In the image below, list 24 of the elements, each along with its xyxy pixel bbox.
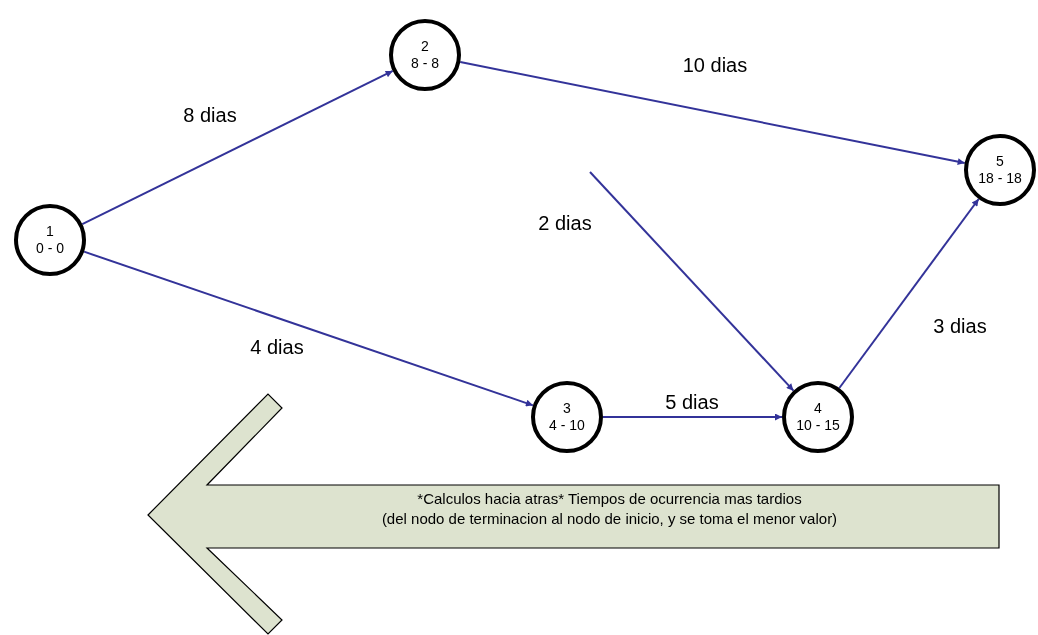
note-text: *Calculos hacia atras* Tiempos de ocurrencia mas tardios (417, 489, 802, 509)
node-times: 10 - 15 (796, 417, 840, 434)
edge-label: 3 dias (933, 314, 987, 338)
node-times: 0 - 0 (36, 240, 64, 257)
node-number: 3 (563, 400, 571, 417)
note-text: (del nodo de terminacion al nodo de inicio, y se toma el menor valor) (381, 509, 838, 529)
edge-label: 4 dias (250, 335, 304, 359)
node-times: 18 - 18 (978, 170, 1022, 187)
edge-label: 8 dias (183, 103, 237, 127)
node-number: 4 (814, 400, 822, 417)
arrow (589, 171, 795, 392)
arrow (459, 61, 966, 165)
node-number: 2 (421, 38, 429, 55)
arrow (838, 198, 980, 389)
arrow (602, 413, 783, 421)
edge-label: 10 dias (682, 53, 748, 77)
edge-label: 5 dias (665, 390, 719, 414)
node-number: 5 (996, 153, 1004, 170)
node-times: 4 - 10 (549, 417, 585, 434)
node-times: 8 - 8 (411, 55, 439, 72)
arrow (81, 69, 394, 226)
arrow (83, 250, 534, 407)
node-number: 1 (46, 223, 54, 240)
edge-label: 2 dias (538, 211, 592, 235)
